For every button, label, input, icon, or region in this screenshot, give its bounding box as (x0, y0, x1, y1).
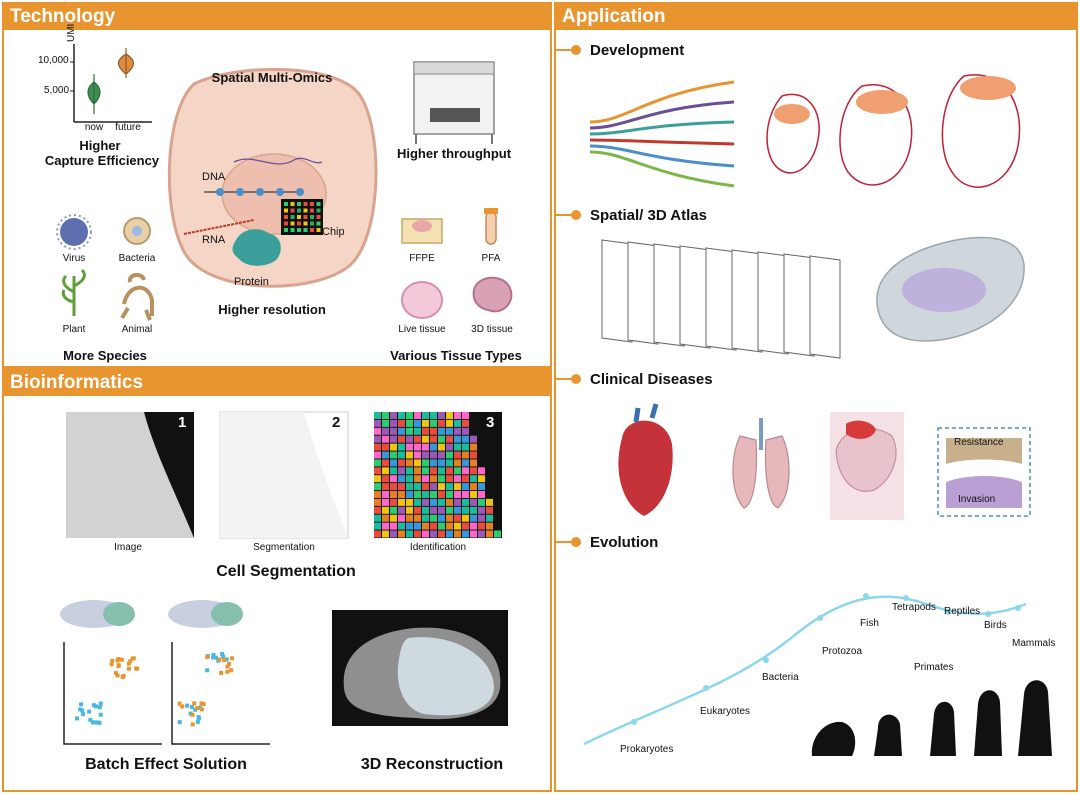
species-bacteria-label: Bacteria (118, 253, 156, 264)
species-animal-label: Animal (121, 324, 153, 335)
atlas-volume (876, 236, 1025, 342)
evo-birds: Birds (984, 620, 1007, 631)
throughput-machine (413, 61, 495, 144)
evo-protozoa: Protozoa (822, 646, 863, 657)
application-drawing (583, 74, 1052, 756)
step-segmentation (219, 411, 349, 539)
step-image (66, 412, 194, 538)
violin-future (117, 48, 135, 78)
umi-category-future: future (115, 122, 141, 133)
throughput-label: Higher throughput (396, 146, 512, 161)
umi-tick-10000: 10,000 (38, 55, 69, 66)
step1-label: Image (114, 542, 142, 553)
clinical-marker-dot (571, 374, 581, 384)
invasion-label: Invasion (958, 494, 996, 505)
cell-segmentation-title: Cell Segmentation (216, 563, 356, 580)
species-virus-label: Virus (62, 253, 86, 264)
development-marker-dot (571, 45, 581, 55)
development-marker-line (556, 49, 572, 51)
species-plant-label: Plant (62, 324, 86, 335)
clinical-marker-line (556, 378, 572, 380)
chip-grid (281, 199, 323, 235)
protein-label: Protein (234, 276, 269, 288)
plant (61, 268, 86, 316)
technology-drawing (56, 44, 513, 321)
evo-fish: Fish (860, 618, 879, 629)
lineage-trajectories (589, 80, 735, 188)
virus (60, 218, 88, 246)
step1-number: 1 (178, 414, 187, 431)
lung (732, 435, 790, 509)
clinical-illustrations (618, 403, 1031, 520)
brain-3d (472, 276, 513, 313)
primate-silhouettes (811, 680, 1052, 756)
evo-reptiles: Reptiles (944, 606, 981, 617)
rna-label: RNA (202, 234, 226, 246)
violin-now (87, 74, 101, 114)
tissue-illustrations (401, 208, 513, 319)
evo-eukaryotes: Eukaryotes (700, 706, 751, 717)
umi-tick-5000: 5,000 (44, 85, 70, 96)
resistance-label: Resistance (954, 437, 1004, 448)
batch-effect-title: Batch Effect Solution (85, 756, 247, 773)
evolution-marker-line (556, 541, 572, 543)
development-title: Development (590, 42, 685, 59)
dna-strand (233, 157, 323, 165)
cell-title: Spatial Multi-Omics (211, 70, 333, 85)
tissue-ffpe-label: FFPE (409, 253, 435, 264)
step2-label: Segmentation (253, 542, 315, 553)
cell-illustration (167, 67, 378, 288)
evo-tetrapods: Tetrapods (892, 602, 936, 613)
evo-primates: Primates (914, 662, 954, 673)
embryo-3 (941, 74, 1021, 188)
clinical-title: Clinical Diseases (590, 371, 713, 388)
step-identification (374, 412, 502, 538)
resolution-label: Higher resolution (218, 302, 326, 317)
embryo-1 (766, 93, 820, 174)
bioinformatics-panel: Bioinformatics (2, 368, 552, 792)
species-illustrations (56, 214, 154, 321)
atlas-title: Spatial/ 3D Atlas (590, 207, 707, 224)
evolution-marker-dot (571, 537, 581, 547)
atlas-slices (601, 239, 841, 359)
heart (618, 420, 673, 516)
evolution-curve (583, 593, 1027, 746)
application-header: Application (556, 4, 1076, 30)
application-panel: Application Development Spatial/ 3D Atla… (554, 2, 1078, 792)
animal (120, 273, 154, 321)
atlas-marker-line (556, 214, 572, 216)
tissue-pfa-label: PFA (481, 253, 501, 264)
step3-label: Identification (409, 542, 467, 553)
evo-mammals: Mammals (1012, 638, 1056, 649)
atlas-marker-dot (571, 210, 581, 220)
protein-blob (232, 229, 281, 266)
capture-label-line2: Capture Efficiency (44, 153, 160, 168)
embryo-2 (839, 83, 913, 186)
species-title: More Species (63, 348, 147, 363)
evo-bacteria: Bacteria (762, 672, 799, 683)
umi-category-now: now (84, 122, 104, 133)
technology-header: Technology (4, 4, 550, 30)
bioinformatics-header: Bioinformatics (4, 370, 550, 396)
chip-label: Chip (322, 226, 345, 238)
batch-effect-plots (60, 600, 270, 745)
bioinformatics-drawing (60, 411, 508, 745)
tissue-types-title: Various Tissue Types (390, 348, 522, 363)
reconstruction-title: 3D Reconstruction (360, 756, 504, 773)
evo-prokaryotes: Prokaryotes (620, 744, 674, 755)
capture-label-line1: Higher (79, 138, 121, 153)
live-tissue (401, 281, 443, 319)
evolution-title: Evolution (590, 534, 659, 551)
tissue-3d-label: 3D tissue (471, 324, 513, 335)
reconstruction-image (332, 610, 508, 726)
dna-label: DNA (202, 171, 226, 183)
step2-number: 2 (332, 414, 341, 431)
step3-number: 3 (486, 414, 495, 431)
pfa-tube (485, 211, 497, 245)
umi-axis-label: UMI (66, 23, 77, 42)
technology-panel: Technology (2, 2, 552, 368)
tissue-live-label: Live tissue (398, 324, 446, 335)
umi-chart (70, 44, 152, 123)
